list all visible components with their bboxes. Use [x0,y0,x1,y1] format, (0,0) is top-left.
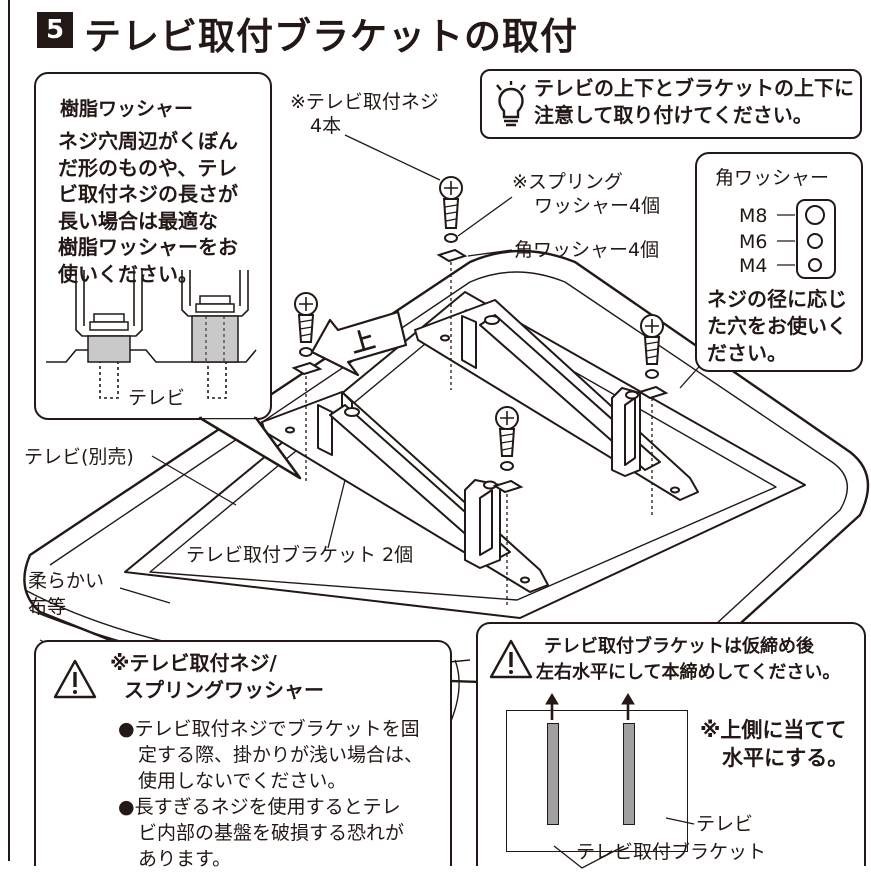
tv-label: テレビ(別売) [24,446,134,468]
level-hint: ※上側に当てて 水平にする。 [700,718,849,770]
warning-screw-bullets: ●テレビ取付ネジでブラケットを固 定する際、掛かりが浅い場合は、 使用しないでく… [118,718,424,870]
warning-screw-title: ※テレビ取付ネジ/ スプリングワッシャー [110,651,324,702]
warning-level-text: テレビ取付ブラケットは仮締め後 左右水平にして本締めしてください。 [536,636,841,683]
square-washer-note: ネジの径に応じ た穴をお使いく ださい。 [707,287,847,365]
orientation-note-box: テレビの上下とブラケットの上下に 注意して取り付けてください。 [480,69,862,139]
page-title: テレビ取付ブラケットの取付 [84,15,578,58]
resin-washer-box: 樹脂ワッシャー ネジ穴周辺がくぼん だ形のものや、テレ ビ取付ネジの長さが 長い… [34,72,272,420]
warning-icon [53,659,97,699]
spring-washer-label: ※スプリング ワッシャー4個 [512,171,661,217]
warning-level-box: テレビ取付ブラケットは仮締め後 左右水平にして本締めしてください。 ※上側に当て… [476,622,866,869]
washer-size-m6: M6 [739,231,768,253]
screw-label: ※テレビ取付ネジ 4本 [290,91,439,137]
washer-size-m4: M4 [739,255,768,277]
washer-size-leaders [777,214,795,266]
level-bracket-right [623,723,635,825]
washer-size-m8: M8 [739,205,768,227]
resin-washer-diagram [46,270,257,399]
level-bracket-left [547,723,559,825]
square-washer-title: 角ワッシャー [715,167,830,189]
level-diagram-tv [506,710,688,852]
square-washer-box: 角ワッシャー M8 M6 M4 ネジの径に応じ た穴をお使いく ださい。 [695,152,863,372]
warning-icon [489,639,533,679]
resin-washer-tv-label: テレビ [128,387,186,409]
bracket-label: テレビ取付ブラケット 2個 [186,544,414,566]
level-bracket-label: テレビ取付ブラケット [576,841,767,863]
square-washer-diagram [796,199,836,279]
orientation-note-text: テレビの上下とブラケットの上下に 注意して取り付けてください。 [534,76,854,127]
step-number: 5 [37,12,73,48]
lightbulb-icon [496,81,526,127]
resin-washer-text: ネジ穴周辺がくぼん だ形のものや、テレ ビ取付ネジの長さが 長い場合は最適な 樹… [58,129,238,286]
resin-washer-title: 樹脂ワッシャー [60,98,194,120]
level-tv-label: テレビ [696,813,754,835]
cloth-label: 柔らかい 布等 [28,570,105,618]
page-margin-rule [8,0,10,861]
warning-screw-box: ※テレビ取付ネジ/ スプリングワッシャー ●テレビ取付ネジでブラケットを固 定す… [34,640,452,870]
square-washer-label: 角ワッシャー4個 [514,239,660,261]
